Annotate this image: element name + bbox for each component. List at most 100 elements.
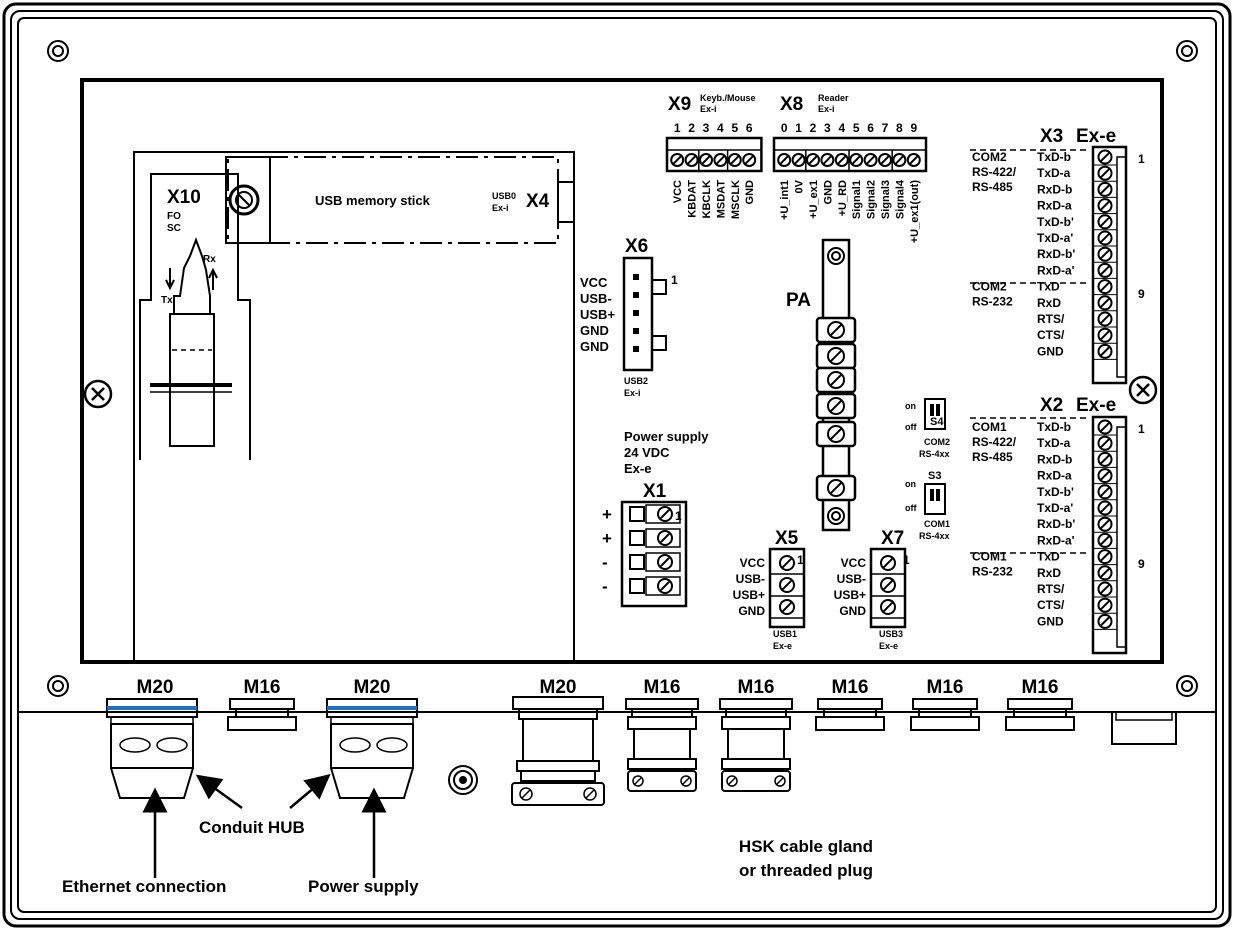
x7-signal-label: VCC xyxy=(841,556,867,570)
x9-signal-label: KBCLK xyxy=(701,180,713,219)
conduit-caption: Conduit HUB xyxy=(199,818,305,837)
x2-com-label: COM1 xyxy=(972,420,1007,434)
gland-size-label: M20 xyxy=(354,677,391,698)
x1-title: X1 xyxy=(643,481,667,502)
terminal-screw-icon xyxy=(1097,279,1113,295)
x9-sub1: Keyb./Mouse xyxy=(700,93,756,103)
terminal-screw-icon xyxy=(827,347,845,365)
terminal-compartment xyxy=(80,78,1164,664)
x1-desc-1: Power supply xyxy=(624,429,709,444)
x8-pin-number: 0 xyxy=(781,121,788,135)
terminal-screw-icon xyxy=(1097,581,1113,597)
x2-terminal-block xyxy=(1091,415,1128,655)
terminal-screw-icon xyxy=(1097,262,1113,278)
terminal-screw-icon xyxy=(827,479,845,497)
x10-tx-label: Tx xyxy=(161,295,173,306)
terminal-screw-icon xyxy=(880,555,896,571)
x2-signal-label: TxD-b' xyxy=(1037,485,1074,499)
s4-off: off xyxy=(905,422,917,432)
x8-signal-label: Signal4 xyxy=(894,179,906,219)
terminal-screw-icon xyxy=(699,153,713,167)
x4-port-label: USB0 xyxy=(492,191,516,201)
corner-screw-icon xyxy=(1176,675,1198,697)
terminal-screw-icon xyxy=(657,554,673,570)
x1-pin1: 1 xyxy=(675,509,682,523)
x8-sub2: Ex-i xyxy=(818,104,835,114)
x9-signal-label: GND xyxy=(744,180,756,205)
terminal-screw-icon xyxy=(1097,468,1113,484)
power-caption: Power supply xyxy=(308,877,419,896)
x3-type: Ex-e xyxy=(1076,126,1116,147)
x3-pin-first: 1 xyxy=(1138,152,1145,166)
terminal-screw-icon xyxy=(1097,165,1113,181)
x2-com-label: RS-422/ xyxy=(972,435,1017,449)
terminal-screw-icon xyxy=(906,153,921,167)
x7-terminal-block xyxy=(869,547,907,629)
s3-on: on xyxy=(905,479,916,489)
x8-signal-label: Signal3 xyxy=(880,180,892,219)
x3-signal-label: RxD-b' xyxy=(1037,247,1075,261)
terminal-screw-icon xyxy=(1097,311,1113,327)
terminal-screw-icon xyxy=(827,371,845,389)
s3-sub1: COM1 xyxy=(924,519,950,529)
x8-pin-number: 9 xyxy=(910,121,917,135)
usb-port-socket xyxy=(557,181,575,223)
x2-signal-label: RxD-b' xyxy=(1037,517,1075,531)
x3-signal-label: RxD xyxy=(1037,296,1061,310)
gland-size-label: M16 xyxy=(832,677,869,698)
x4-port-sub: Ex-i xyxy=(492,203,509,213)
x4-title: X4 xyxy=(526,191,550,212)
x3-com-label: COM2 xyxy=(972,150,1007,164)
x1-polarity-sign: - xyxy=(602,577,608,596)
x6-signal-label: USB+ xyxy=(580,307,615,322)
x2-signal-label: TxD-a' xyxy=(1037,501,1073,515)
m16-cable-gland xyxy=(719,698,793,792)
x10-sc-label: SC xyxy=(167,223,181,234)
terminal-screw-icon xyxy=(827,321,845,339)
x6-pin1: 1 xyxy=(671,273,678,287)
x8-pin-number: 4 xyxy=(838,121,845,135)
x2-com-label: COM1 xyxy=(972,550,1007,564)
terminal-screw-icon xyxy=(657,530,673,546)
terminal-screw-icon xyxy=(1097,327,1113,343)
x3-signal-label: TxD-b xyxy=(1037,150,1071,164)
usb-lock-screw-icon xyxy=(228,184,260,216)
x3-signal-label: TxD-b' xyxy=(1037,215,1074,229)
x8-signal-label: GND xyxy=(822,180,834,205)
m20-cable-gland xyxy=(511,696,605,806)
x7-signal-label: USB+ xyxy=(834,588,866,602)
corner-screw-icon xyxy=(1176,40,1198,62)
terminal-screw-icon xyxy=(1097,230,1113,246)
terminal-screw-icon xyxy=(1097,565,1113,581)
x10-module xyxy=(133,151,575,663)
x2-signal-label: RxD-a' xyxy=(1037,533,1075,547)
x2-com-label: RS-485 xyxy=(972,450,1013,464)
x3-com-label: COM2 xyxy=(972,280,1007,294)
x2-signal-label: TxD xyxy=(1037,550,1060,564)
x3-terminal-block xyxy=(1091,145,1128,385)
terminal-screw-icon xyxy=(806,153,820,167)
x8-signal-label: Signal1 xyxy=(851,180,863,219)
conduit-arrow-left xyxy=(195,774,243,810)
x5-pin1: 1 xyxy=(797,553,804,567)
terminal-screw-icon xyxy=(1097,532,1113,548)
x8-signal-label: +U_ex1(out) xyxy=(909,180,921,244)
conduit-hub-ethernet xyxy=(106,698,198,799)
x8-pin-number: 2 xyxy=(810,121,817,135)
x6-signal-label: GND xyxy=(580,323,609,338)
x7-title: X7 xyxy=(881,528,904,549)
x8-signal-label: 0V xyxy=(794,179,806,193)
x1-desc-3: Ex-e xyxy=(624,461,651,476)
x3-signal-label: RxD-b xyxy=(1037,182,1072,196)
x8-pin-number: 6 xyxy=(867,121,874,135)
housing-rim xyxy=(17,17,1217,913)
corner-screw-icon xyxy=(47,40,69,62)
